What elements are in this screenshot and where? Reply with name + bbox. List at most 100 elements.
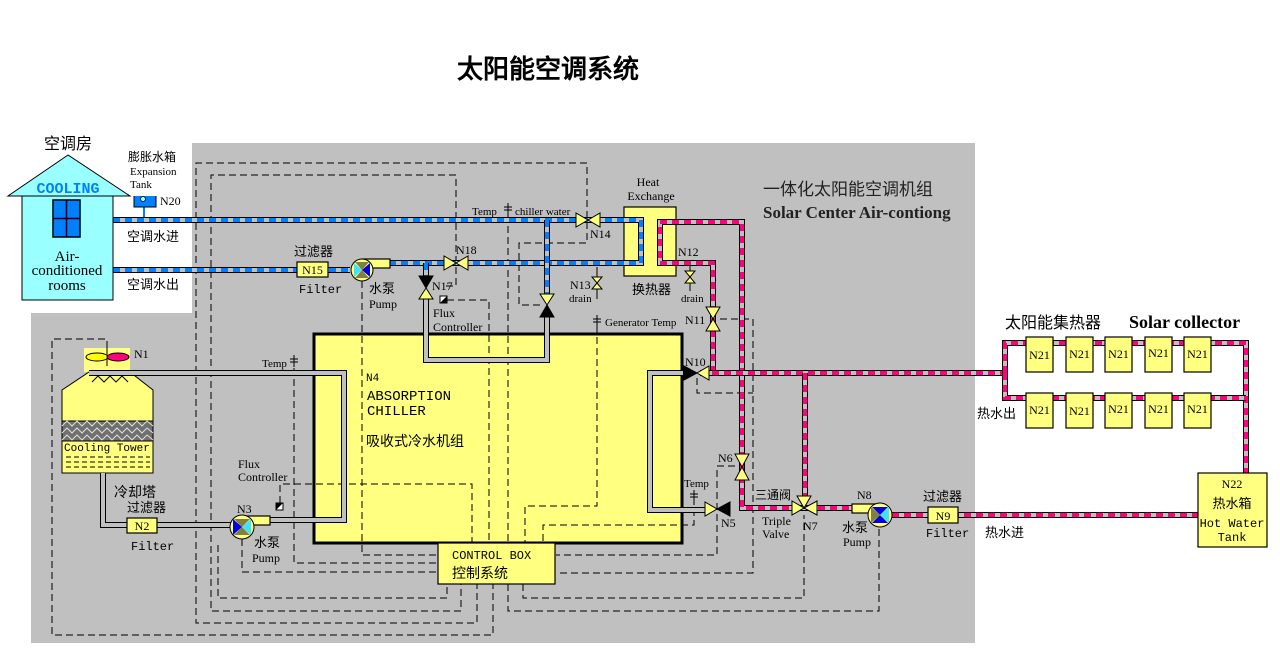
valve-icon [590, 276, 604, 284]
filter-n2-cn: 过滤器 [127, 501, 166, 516]
control-line-n17 [210, 174, 462, 612]
collector-panel [1065, 392, 1094, 429]
pump-impeller-icon [234, 527, 250, 535]
absorption-chiller [312, 332, 684, 545]
valve-n17-label: N17 [432, 279, 453, 293]
hot-out-label: 热水出 [977, 407, 1016, 422]
collector-panel-label: N21 [1148, 402, 1169, 416]
cooling-water-supply-pipe [89, 370, 347, 523]
collector-panel-label: N21 [1187, 347, 1208, 361]
control-line-n15-pump [361, 281, 439, 556]
filter-n15: 过滤器 N15 Filter [294, 245, 342, 297]
valve-n13-label: N13 [570, 278, 591, 292]
pump-impeller-icon [234, 519, 250, 527]
heat-exchanger-en-2: Exchange [627, 189, 674, 203]
valve-n5-label: N5 [721, 516, 736, 530]
expansion-tank-cn: 膨胀水箱 [128, 149, 176, 164]
control-line-n11 [556, 318, 754, 574]
pump-impeller-icon [871, 507, 880, 523]
cooling-temp-sensor: Temp [262, 355, 298, 370]
chiller-water-temp-sensor: Temp chiller water [472, 203, 571, 218]
filter-n15-en: Filter [299, 283, 342, 297]
control-line-n3 [241, 539, 439, 573]
collector-panel [1104, 392, 1133, 429]
valve-icon [539, 293, 555, 306]
control-wiring [51, 162, 880, 636]
hot-water-tank-cn: 热水箱 [1212, 496, 1251, 512]
control-box [437, 542, 556, 585]
pump-n8-node: N8 [857, 488, 872, 502]
filter-n9-cn: 过滤器 [923, 490, 962, 505]
expansion-tank-en-1: Expansion [130, 166, 177, 178]
room-desc-2: conditioned [32, 263, 103, 279]
temp-sensor-icon [504, 203, 512, 215]
collector-panel-label: N21 [1069, 347, 1090, 361]
chiller-evaporator-loop [423, 298, 550, 363]
room-title: 空调房 [44, 134, 92, 153]
valve-n14: N14 [575, 212, 611, 241]
node-n20: N20 [160, 194, 181, 208]
fan-blade-icon [85, 352, 109, 362]
cooling-water-supply-pipe-core [89, 371, 346, 522]
control-box-en: CONTROL BOX [452, 549, 531, 563]
solar-collector-cn: 太阳能集热器 [1005, 313, 1101, 332]
flux-controller-icon [276, 503, 283, 510]
filter-n2-box [126, 517, 158, 534]
valve-icon [705, 318, 721, 332]
collector-panel-label: N21 [1108, 402, 1129, 416]
hot-in-label: 热水进 [985, 526, 1024, 541]
valve-n18-label: N18 [456, 243, 477, 257]
valve-n6: N6 [718, 451, 750, 481]
filter-n9-node: N9 [936, 509, 951, 523]
collector-panel-label: N21 [1148, 346, 1169, 360]
valve-icon [418, 275, 434, 289]
fill-media-pattern [61, 420, 154, 441]
chiller-temp-label: Temp [472, 206, 497, 218]
pump-impeller-icon [354, 263, 362, 277]
generator-temp-sensor: Generator Temp [593, 315, 677, 329]
room-desc-3: rooms [48, 278, 86, 294]
pump-n3-node: N3 [237, 502, 252, 516]
diagram-title: 太阳能空调系统 [457, 54, 639, 85]
valve-n14-label: N14 [590, 227, 611, 241]
pump-impeller-icon [355, 270, 369, 278]
chiller-cn: 吸收式冷水机组 [366, 434, 464, 450]
solar-collector-en: Solar collector [1129, 312, 1240, 332]
valve-icon [590, 282, 604, 290]
air-conditioned-room: 空调房 COOLING Air- conditioned rooms [6, 134, 132, 301]
flux-controller-n17-label-1: Flux [433, 306, 455, 320]
valve-icon [705, 306, 721, 320]
collector-panel-label: N21 [1029, 348, 1050, 362]
generator-temp-label: Generator Temp [605, 317, 677, 329]
valve-n10-label: N10 [685, 355, 706, 369]
control-line-n14 [195, 162, 588, 624]
room-desc-1: Air- [55, 249, 80, 265]
pump-impeller-icon [880, 507, 889, 523]
filter-n15-cn: 过滤器 [294, 245, 333, 260]
unit-title-cn: 一体化太阳能空调机组 [763, 180, 933, 200]
filter-n9: 过滤器 N9 Filter [923, 490, 969, 541]
valve-n7-label: N7 [803, 519, 818, 533]
valve-n11-label: N11 [685, 313, 705, 327]
chiller-en-2: CHILLER [367, 404, 426, 420]
valve-n5: Temp N5 [684, 478, 736, 530]
pump-impeller-icon [355, 262, 369, 270]
valve-icon [455, 255, 469, 271]
valve-icon [575, 212, 589, 228]
pump-n3: N3 水泵 Pump [229, 502, 280, 565]
cooling-tower-cn: 冷却塔 [114, 485, 156, 501]
chiller-generator-loop [647, 370, 706, 513]
filter-n9-en: Filter [926, 527, 969, 541]
valve-icon [715, 501, 731, 517]
valve-n18: N18 [443, 243, 477, 271]
pump-n3-en: Pump [252, 551, 280, 565]
control-line-n2 [217, 545, 448, 599]
hot-water-tank-en-1: Hot Water [1200, 517, 1265, 531]
filter-n2-en: Filter [131, 540, 174, 554]
pump-chilled: 水泵 Pump [350, 258, 397, 311]
hot-water-tank-en-2: Tank [1218, 531, 1247, 545]
pump-impeller-icon [233, 519, 242, 535]
control-box-cn: 控制系统 [452, 566, 508, 582]
expansion-tank-icon [133, 196, 157, 208]
